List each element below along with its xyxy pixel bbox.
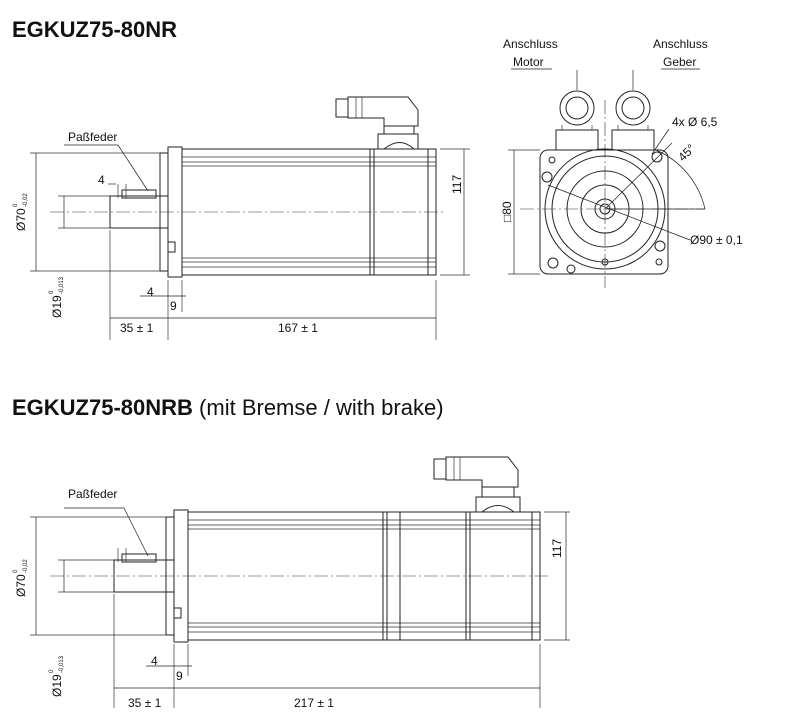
- dim-flange-nrb: 9: [176, 669, 183, 683]
- dim-housing-tol-top: 0: [13, 203, 19, 207]
- square-label: □80: [500, 201, 514, 222]
- passfeder-label: Paßfeder: [68, 130, 117, 144]
- dim-shaft-tol-bottom: -0,013: [59, 276, 65, 294]
- drawing-title-nr: EGKUZ75-80NR: [12, 17, 178, 42]
- dim-housing-tol-bottom-nrb: -0,02: [23, 559, 29, 573]
- anschluss-geber-label: Anschluss: [653, 37, 708, 51]
- dim-shaft-tol-top: 0: [49, 290, 55, 294]
- dim-housing-diameter: Ø70: [14, 208, 28, 231]
- dim-height: 117: [450, 175, 464, 194]
- drawing-title-nrb: EGKUZ75-80NRB (mit Bremse / with brake): [12, 395, 444, 421]
- dim-shaft-tol-bottom-nrb: -0,013: [59, 655, 65, 673]
- motor-side-view-nrb: [30, 456, 570, 708]
- dim-body-length: 167 ± 1: [278, 321, 318, 335]
- angle-label: 45°: [675, 141, 698, 164]
- dim-key-small-nrb: 4: [151, 654, 158, 668]
- dim-key-height: 4: [98, 173, 105, 187]
- dim-shaft-diameter: Ø19: [50, 295, 64, 318]
- anschluss-motor-sublabel: Motor: [513, 55, 544, 69]
- dim-shaft-length: 35 ± 1: [120, 321, 154, 335]
- anschluss-motor-label: Anschluss: [503, 37, 558, 51]
- dim-housing-tol-top-nrb: 0: [13, 569, 19, 573]
- anschluss-geber-sublabel: Geber: [663, 55, 696, 69]
- passfeder-label-nrb: Paßfeder: [68, 487, 117, 501]
- dim-shaft-length-nrb: 35 ± 1: [128, 696, 162, 710]
- dim-housing-tol-bottom: -0,02: [23, 193, 29, 207]
- holes-label: 4x Ø 6,5: [672, 115, 718, 129]
- motor-side-view-nr: [30, 96, 470, 340]
- drawing-title-nrb-suffix: (mit Bremse / with brake): [192, 395, 444, 420]
- dim-key-small: 4: [147, 285, 154, 299]
- bolt-circle-label: Ø90 ± 0,1: [690, 233, 743, 247]
- front-view-labels: Anschluss Motor Anschluss Geber 4x Ø 6,5…: [500, 37, 743, 247]
- dim-height-nrb: 117: [550, 539, 564, 558]
- dimension-labels-nr: Paßfeder 4 4 9 35 ± 1 167 ± 1 117 Ø70 0 …: [13, 130, 464, 335]
- dim-flange: 9: [170, 299, 177, 313]
- motor-front-view: [508, 70, 706, 288]
- dim-housing-diameter-nrb: Ø70: [14, 574, 28, 597]
- dim-shaft-diameter-nrb: Ø19: [50, 674, 64, 697]
- dim-shaft-tol-top-nrb: 0: [49, 669, 55, 673]
- dim-body-length-nrb: 217 ± 1: [294, 696, 334, 710]
- dimension-labels-nrb: Paßfeder 4 9 35 ± 1 217 ± 1 117 Ø70 0 -0…: [13, 487, 564, 710]
- drawing-title-nrb-model: EGKUZ75-80NRB: [12, 395, 193, 420]
